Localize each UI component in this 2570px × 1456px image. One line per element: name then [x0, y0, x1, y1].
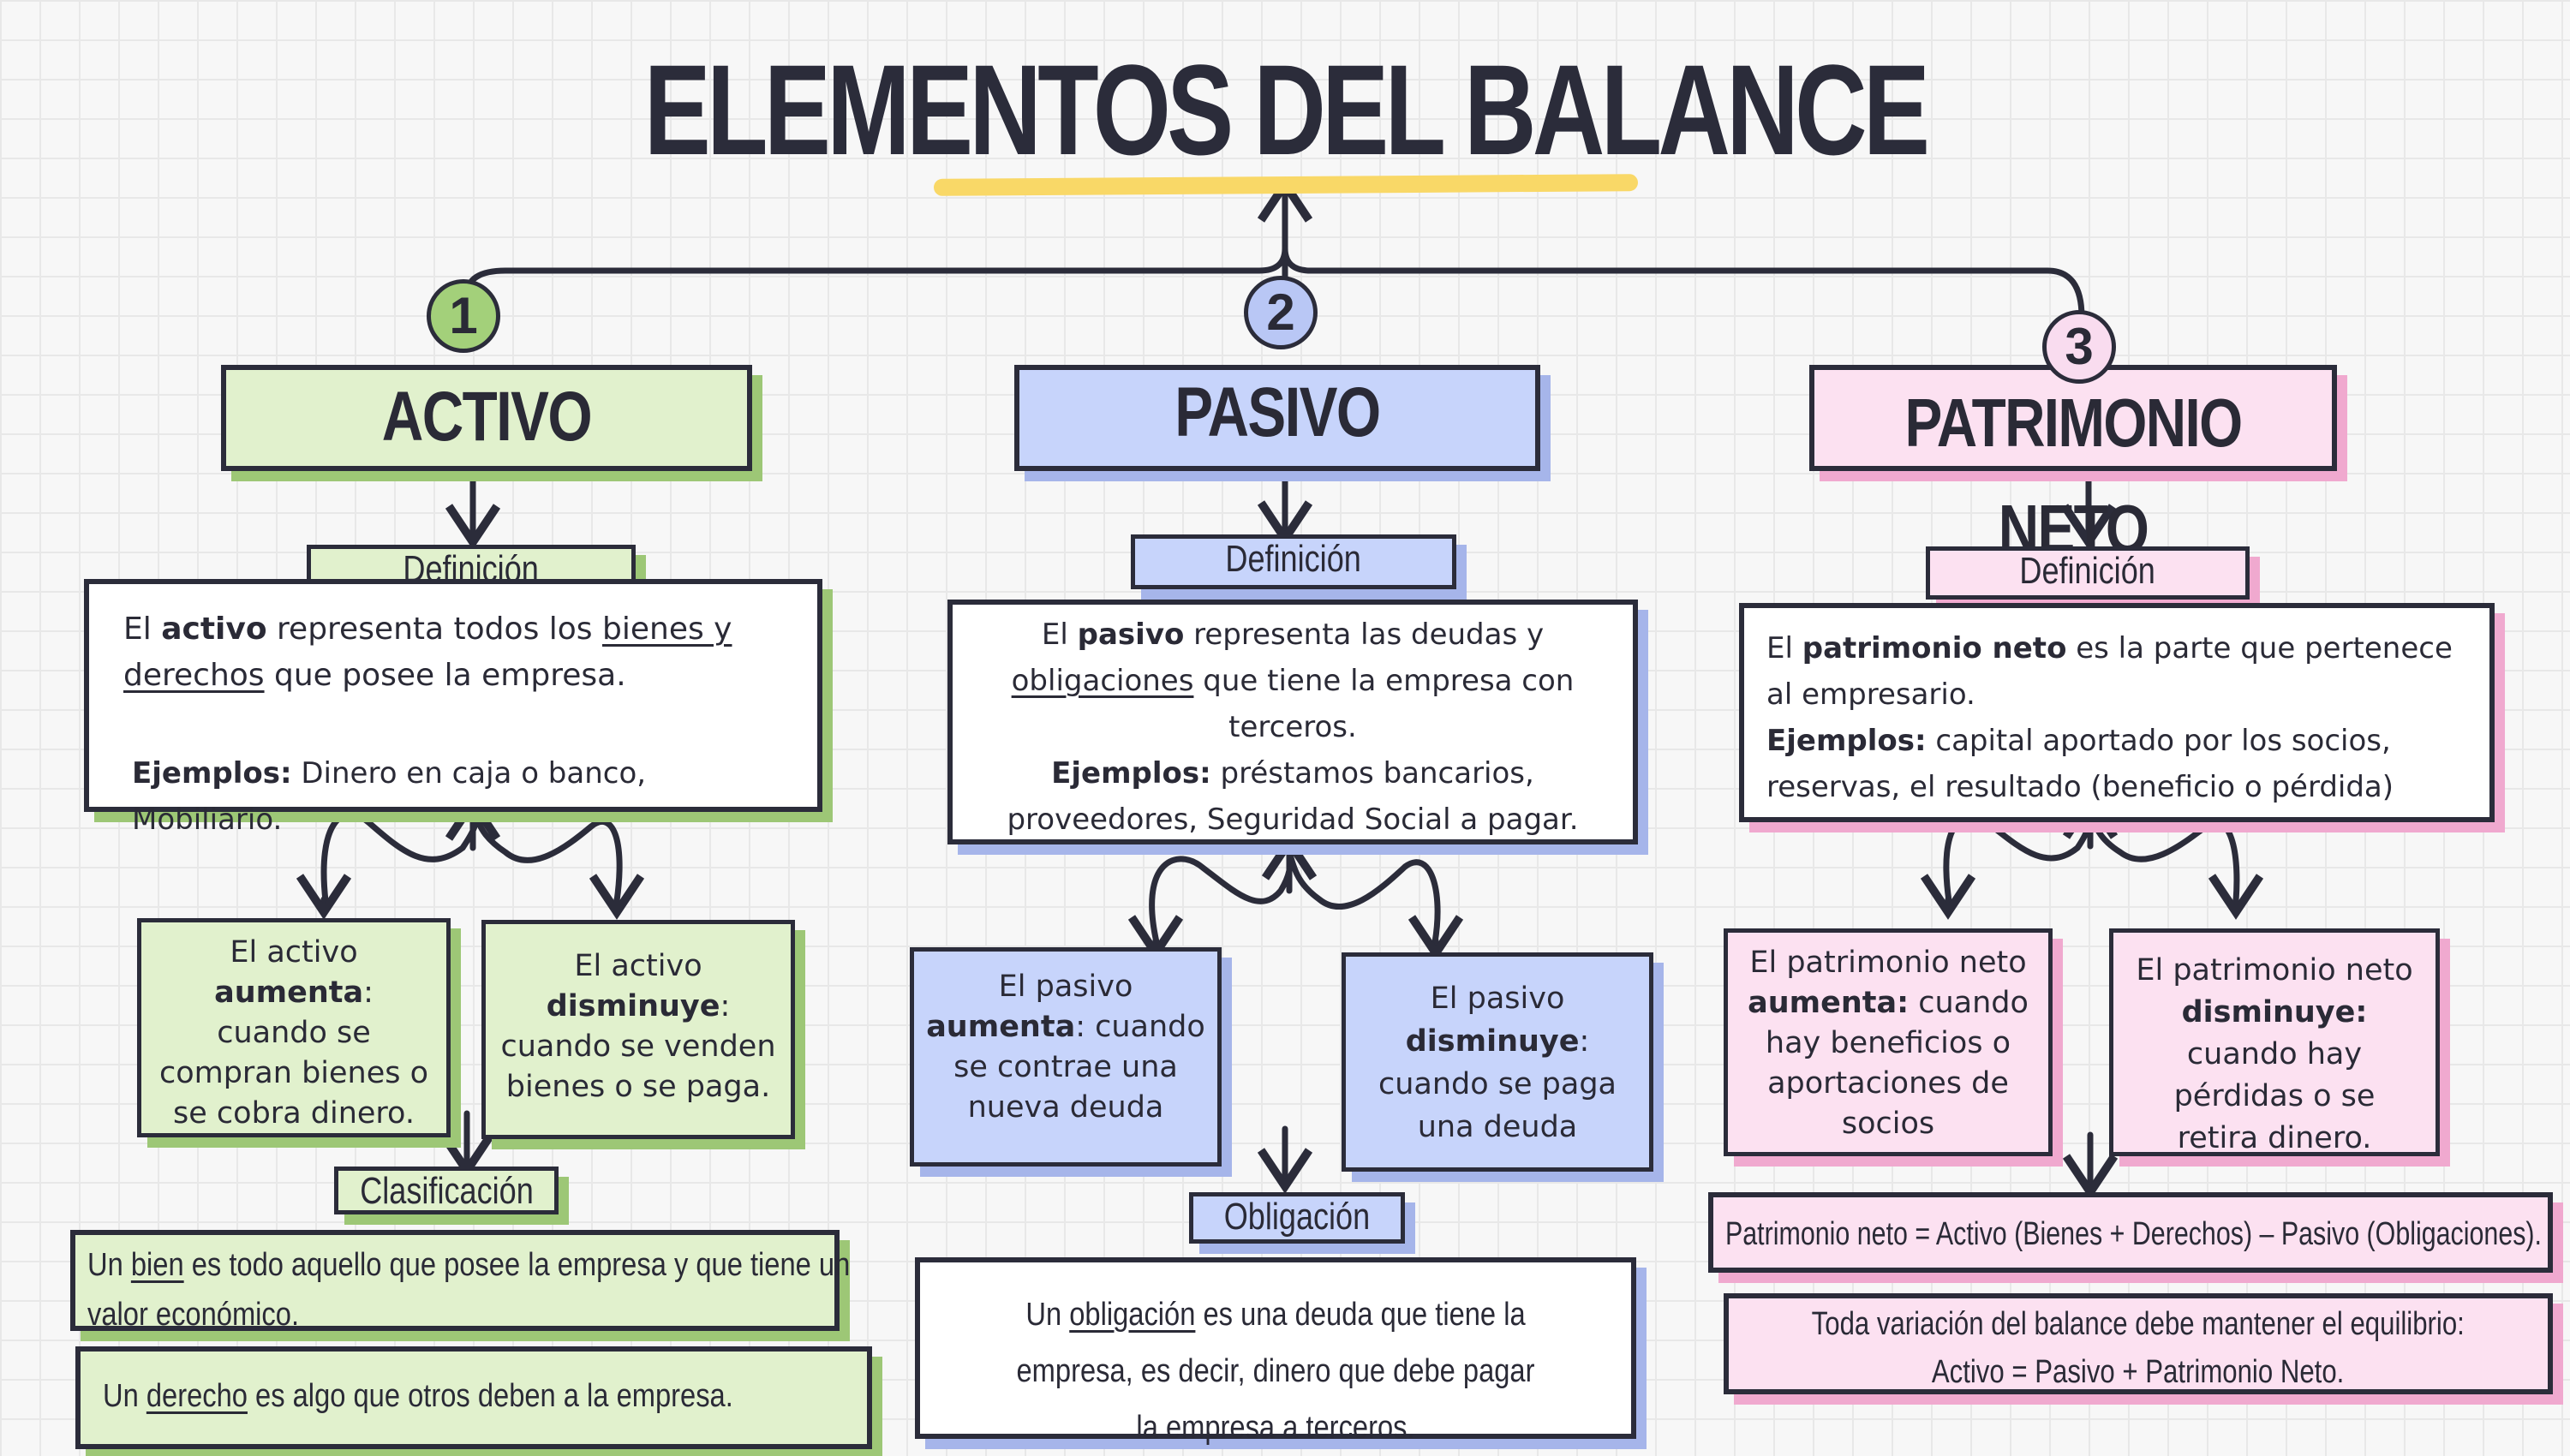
branch-left — [463, 245, 1288, 299]
pasivo-number-badge: 2 — [1244, 276, 1318, 349]
pasivo-definition-box: El pasivo representa las deudas y obliga… — [947, 600, 1638, 844]
pasivo-obligation-box: Un obligación es una deuda que tiene la … — [915, 1257, 1636, 1446]
patrimonio-definition-tag: Definición — [1926, 546, 2250, 600]
patrimonio-formula: Patrimonio neto = Activo (Bienes + Derec… — [1725, 1216, 2542, 1252]
activo-classification-tag: Clasificación — [334, 1167, 559, 1214]
patrimonio-definition-box: El patrimonio neto es la parte que perte… — [1739, 603, 2495, 822]
patrimonio-definition-tag-label: Definición — [2019, 550, 2156, 592]
patrimonio-examples: Ejemplos: capital aportado por los socio… — [1766, 724, 2394, 804]
patrimonio-definition-text: El patrimonio neto es la parte que perte… — [1766, 631, 2453, 712]
pasivo-examples: Ejemplos: préstamos bancarios, proveedor… — [1007, 756, 1579, 837]
patrimonio-equilibrium-box: Toda variación del balance debe mantener… — [1724, 1293, 2553, 1394]
pasivo-definition-tag-label: Definición — [1225, 538, 1362, 580]
activo-bien-box: Un bien es todo aquello que posee la emp… — [70, 1230, 850, 1333]
patrimonio-equilibrium-line2: Activo = Pasivo + Patrimonio Neto. — [1932, 1354, 2345, 1390]
pasivo-obligation-tag-label: Obligación — [1223, 1196, 1371, 1238]
pasivo-header: PASIVO — [1014, 365, 1540, 471]
activo-header: ACTIVO — [221, 365, 752, 471]
patrimonio-equilibrium-line1: Toda variación del balance debe mantener… — [1811, 1306, 2465, 1342]
activo-number-badge: 1 — [427, 279, 500, 353]
branch-right — [1282, 245, 2085, 320]
page-title: ELEMENTOS DEL BALANCE — [643, 38, 1930, 182]
patrimonio-formula-box: Patrimonio neto = Activo (Bienes + Derec… — [1708, 1192, 2553, 1273]
pasivo-header-label: PASIVO — [1174, 373, 1381, 451]
activo-header-label: ACTIVO — [381, 378, 593, 456]
pasivo-obligation-tag: Obligación — [1189, 1192, 1405, 1244]
activo-classification-tag-label: Clasificación — [359, 1170, 534, 1212]
activo-derecho-box: Un derecho es algo que otros deben a la … — [75, 1346, 872, 1449]
pasivo-definition-text: El pasivo representa las deudas y obliga… — [1011, 618, 1575, 744]
patrimonio-number-badge: 3 — [2042, 310, 2116, 384]
pasivo-definition-tag: Definición — [1131, 534, 1456, 589]
pasivo-wave — [1149, 849, 1441, 946]
activo-examples: Ejemplos: Dinero en caja o banco, Mobili… — [132, 756, 647, 837]
